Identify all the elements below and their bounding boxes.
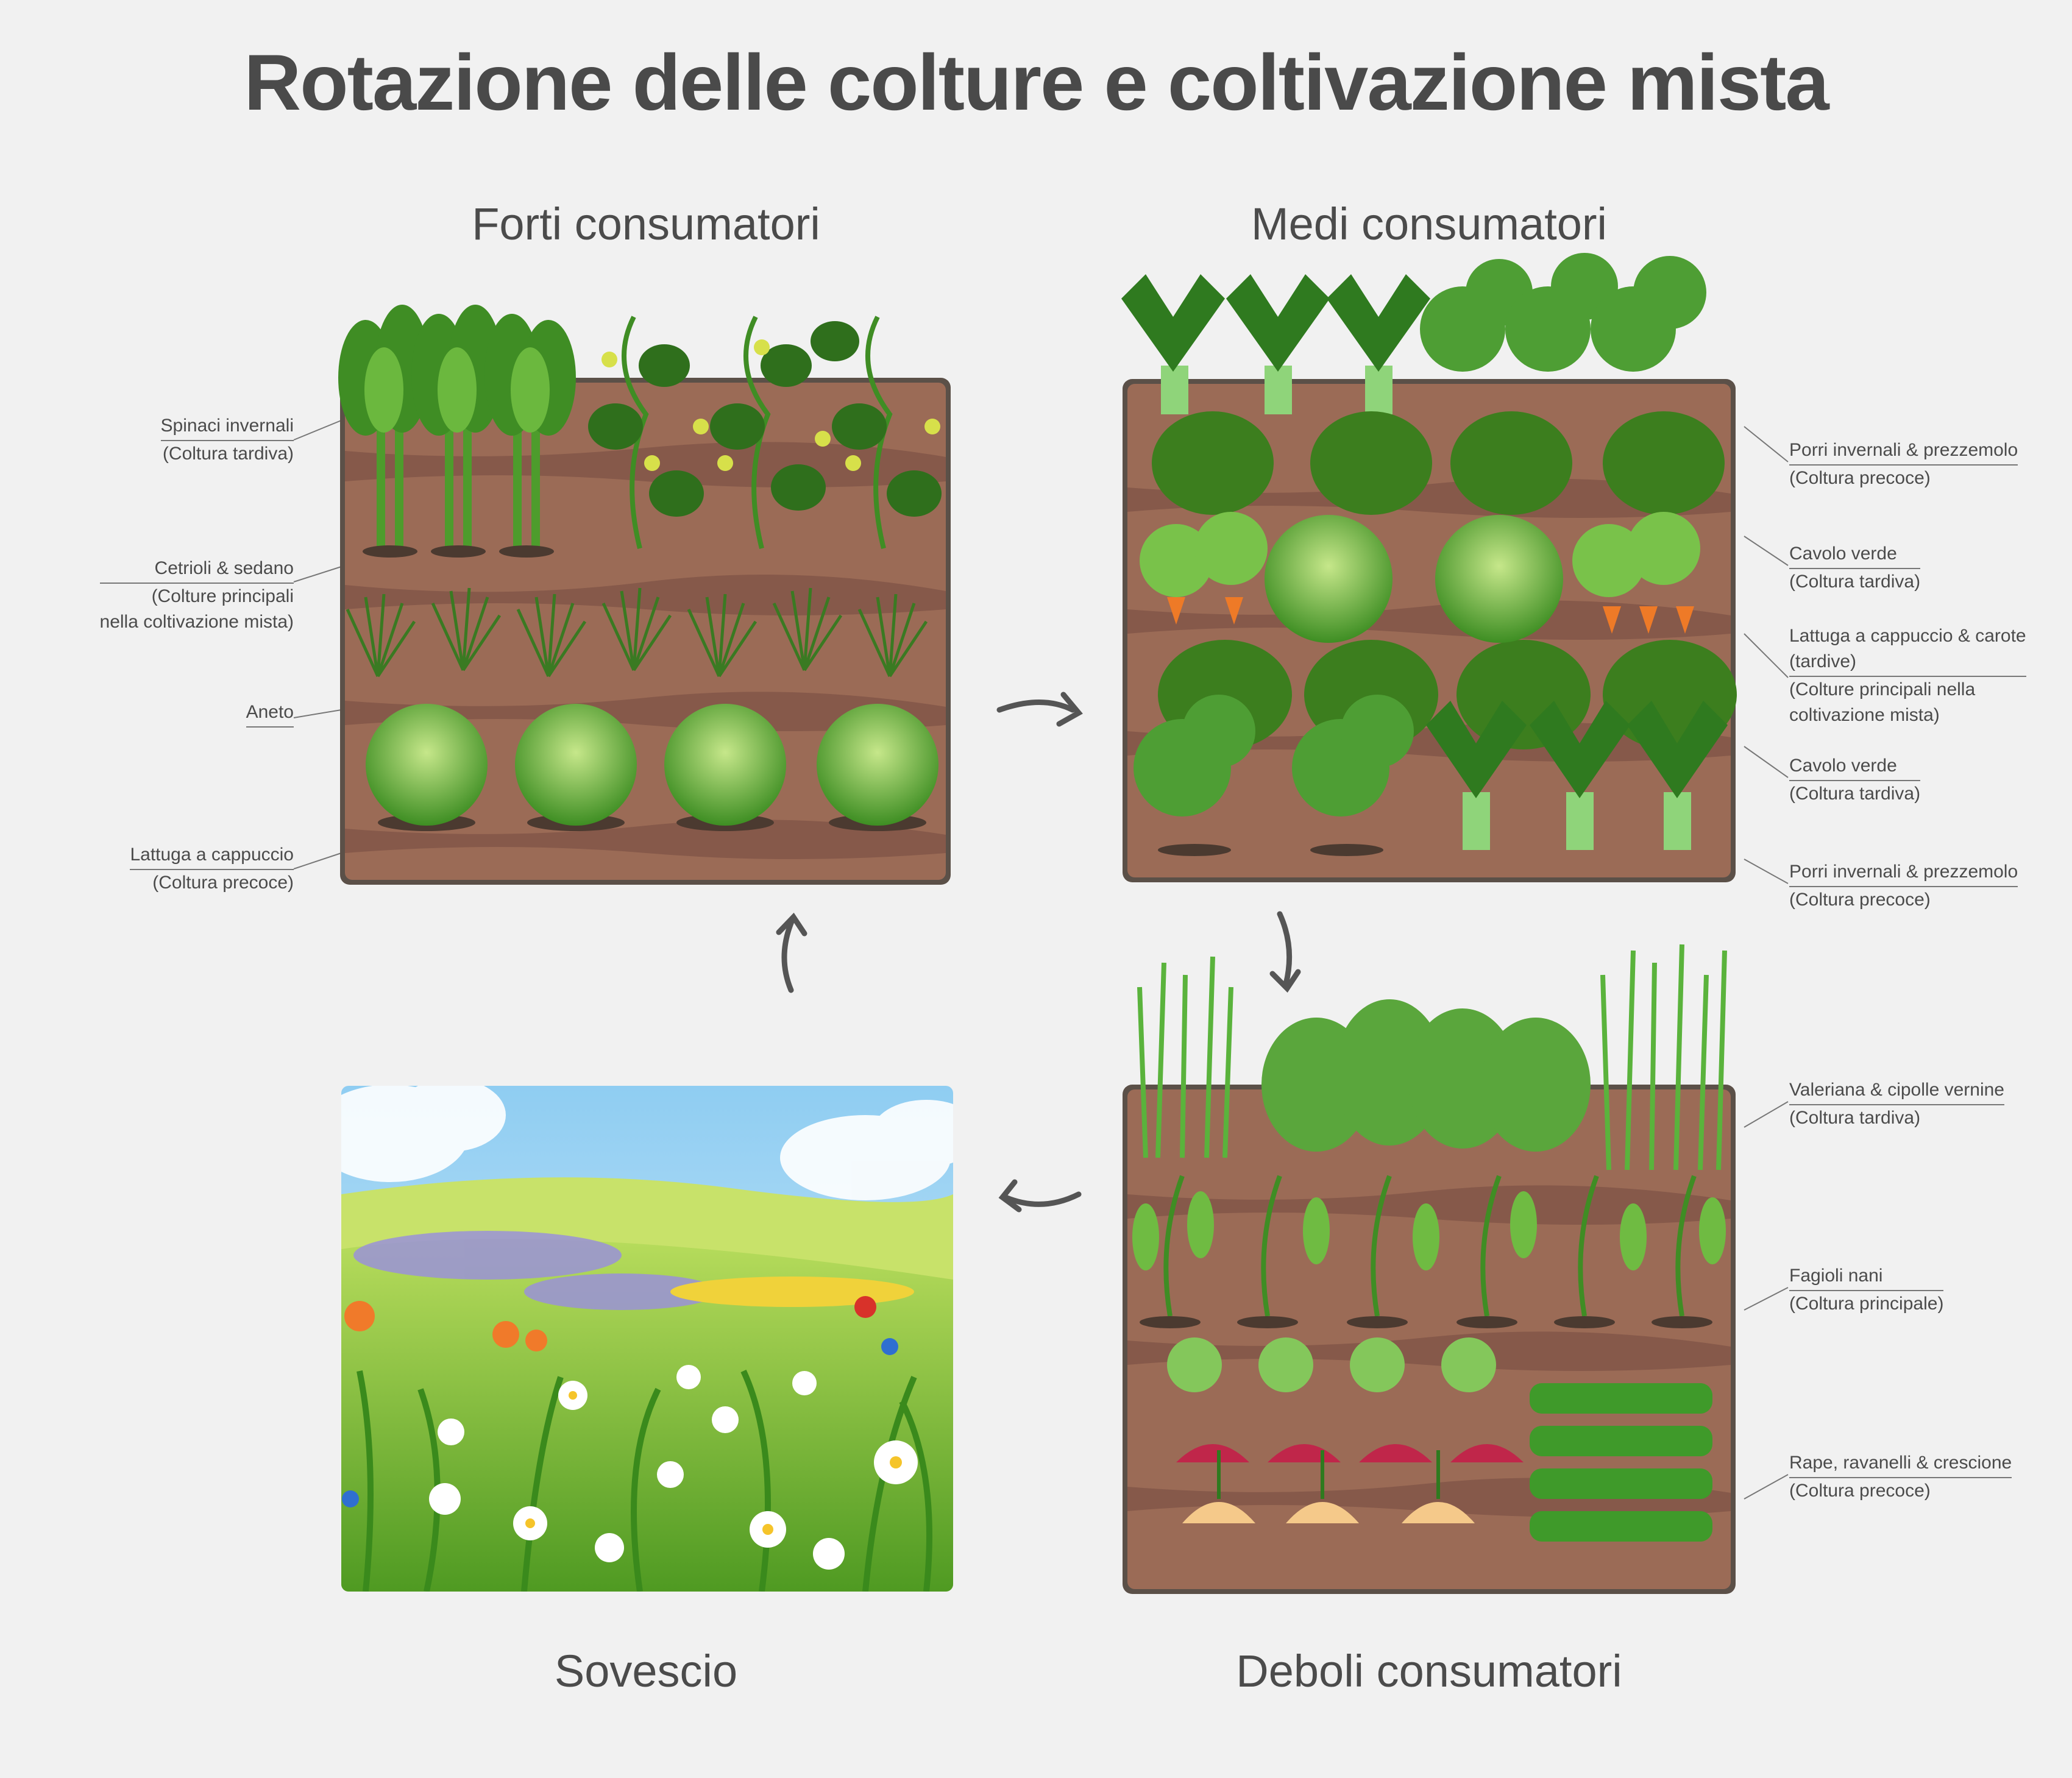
beet-icon — [1167, 1337, 1524, 1462]
label-fagioli: Fagioli nani (Coltura principale) — [1789, 1263, 1944, 1317]
leader-lines — [293, 420, 1789, 1500]
cycle-arrow-icon — [776, 692, 1301, 1213]
label-valeriana: Valeriana & cipolle vernine (Coltura tar… — [1789, 1077, 2004, 1131]
dill-icon — [346, 587, 928, 678]
section-title-deboli: Deboli consumatori — [1236, 1646, 1622, 1696]
label-lattuga-carote: Lattuga a cappuccio & carote (tardive) (… — [1789, 626, 2026, 725]
label-cetrioli-sedano: Cetrioli & sedano (Colture principali ne… — [99, 556, 294, 635]
lettuce-icon — [366, 704, 938, 831]
label-lattuga: Lattuga a cappuccio (Coltura precoce) — [130, 842, 294, 896]
cabbage-icon — [1265, 515, 1563, 643]
bean-icon — [1132, 1175, 1726, 1328]
cucumber-icon — [588, 316, 942, 549]
bed-forti — [338, 305, 951, 885]
valerian-icon — [1261, 999, 1591, 1152]
bed-medi — [1121, 253, 1737, 882]
label-cavolo-2: Cavolo verde (Coltura tardiva) — [1789, 753, 1921, 807]
label-spinaci: Spinaci invernali (Coltura tardiva) — [160, 413, 294, 467]
section-title-sovescio: Sovescio — [554, 1646, 738, 1696]
meadow-illustration — [341, 1086, 953, 1592]
bed-deboli — [1123, 944, 1736, 1594]
page-title: Rotazione delle colture e coltivazione m… — [244, 38, 1829, 127]
label-porri-2: Porri invernali & prezzemolo (Coltura pr… — [1789, 859, 2018, 913]
turnip-icon — [1182, 1450, 1475, 1523]
carrot-icon — [1140, 512, 1700, 634]
parsley-icon — [1420, 253, 1706, 372]
label-porri-1: Porri invernali & prezzemolo (Coltura pr… — [1789, 437, 2018, 491]
section-title-forti: Forti consumatori — [472, 199, 820, 249]
spinach-icon — [338, 305, 576, 558]
cress-icon — [1530, 1383, 1712, 1542]
leek-icon — [1121, 274, 1430, 414]
label-cavolo-1: Cavolo verde (Coltura tardiva) — [1789, 541, 1921, 595]
section-title-medi: Medi consumatori — [1251, 199, 1607, 249]
label-aneto: Aneto — [246, 700, 294, 728]
onion-icon — [1137, 944, 1727, 1171]
label-rape: Rape, ravanelli & crescione (Coltura pre… — [1789, 1450, 2012, 1504]
